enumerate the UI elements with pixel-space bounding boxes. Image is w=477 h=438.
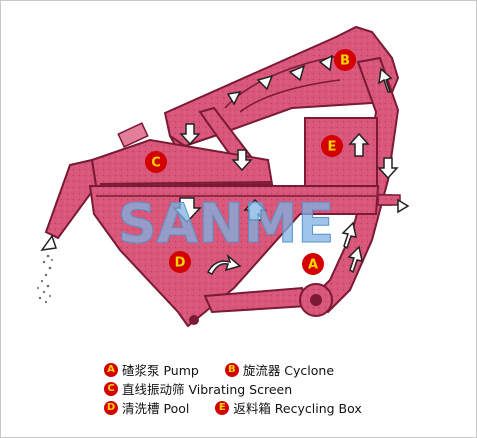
svg-text:B: B: [340, 54, 350, 69]
svg-text:C: C: [151, 156, 161, 171]
legend-item-pool: D 清洗槽 Pool: [104, 400, 189, 417]
watermark: SANME: [118, 192, 335, 255]
legend-badge: C: [104, 382, 118, 396]
legend-text: 直线振动筛 Vibrating Screen: [122, 381, 293, 397]
legend-item-pump: A 碴浆泵 Pump: [104, 362, 199, 379]
flow-arrows: [40, 54, 410, 276]
svg-text:E: E: [328, 140, 337, 155]
legend-row-2: C 直线振动筛 Vibrating Screen: [104, 378, 292, 398]
badge-e: E: [321, 135, 343, 157]
svg-text:A: A: [308, 258, 318, 273]
legend-row-1: A 碴浆泵 Pump B 旋流器 Cyclone: [104, 359, 335, 379]
badge-b: B: [334, 49, 356, 71]
pump-a: [299, 283, 333, 317]
svg-text:D: D: [175, 256, 186, 271]
legend-badge: A: [104, 363, 118, 377]
vibrating-screen-c: [44, 122, 274, 240]
legend-badge: D: [104, 401, 118, 415]
legend-row-3: D 清洗槽 Pool E 返料箱 Recycling Box: [104, 397, 362, 417]
legend-badge: E: [215, 401, 230, 415]
legend-text: 旋流器 Cyclone: [242, 362, 335, 378]
badge-d: D: [169, 251, 191, 273]
sand-discharge: [37, 254, 53, 304]
legend-item-cyclone: B 旋流器 Cyclone: [224, 362, 335, 379]
outlet-pipe: [377, 194, 401, 206]
legend-text: 清洗槽 Pool: [122, 400, 190, 416]
legend-text: 碴浆泵 Pump: [122, 362, 199, 378]
badge-c: C: [145, 151, 167, 173]
legend-badge: B: [224, 363, 239, 377]
legend-text: 返料箱 Recycling Box: [233, 400, 362, 416]
legend-item-recycling-box: E 返料箱 Recycling Box: [215, 400, 362, 417]
legend-item-screen: C 直线振动筛 Vibrating Screen: [104, 381, 292, 398]
badge-a: A: [302, 253, 324, 275]
